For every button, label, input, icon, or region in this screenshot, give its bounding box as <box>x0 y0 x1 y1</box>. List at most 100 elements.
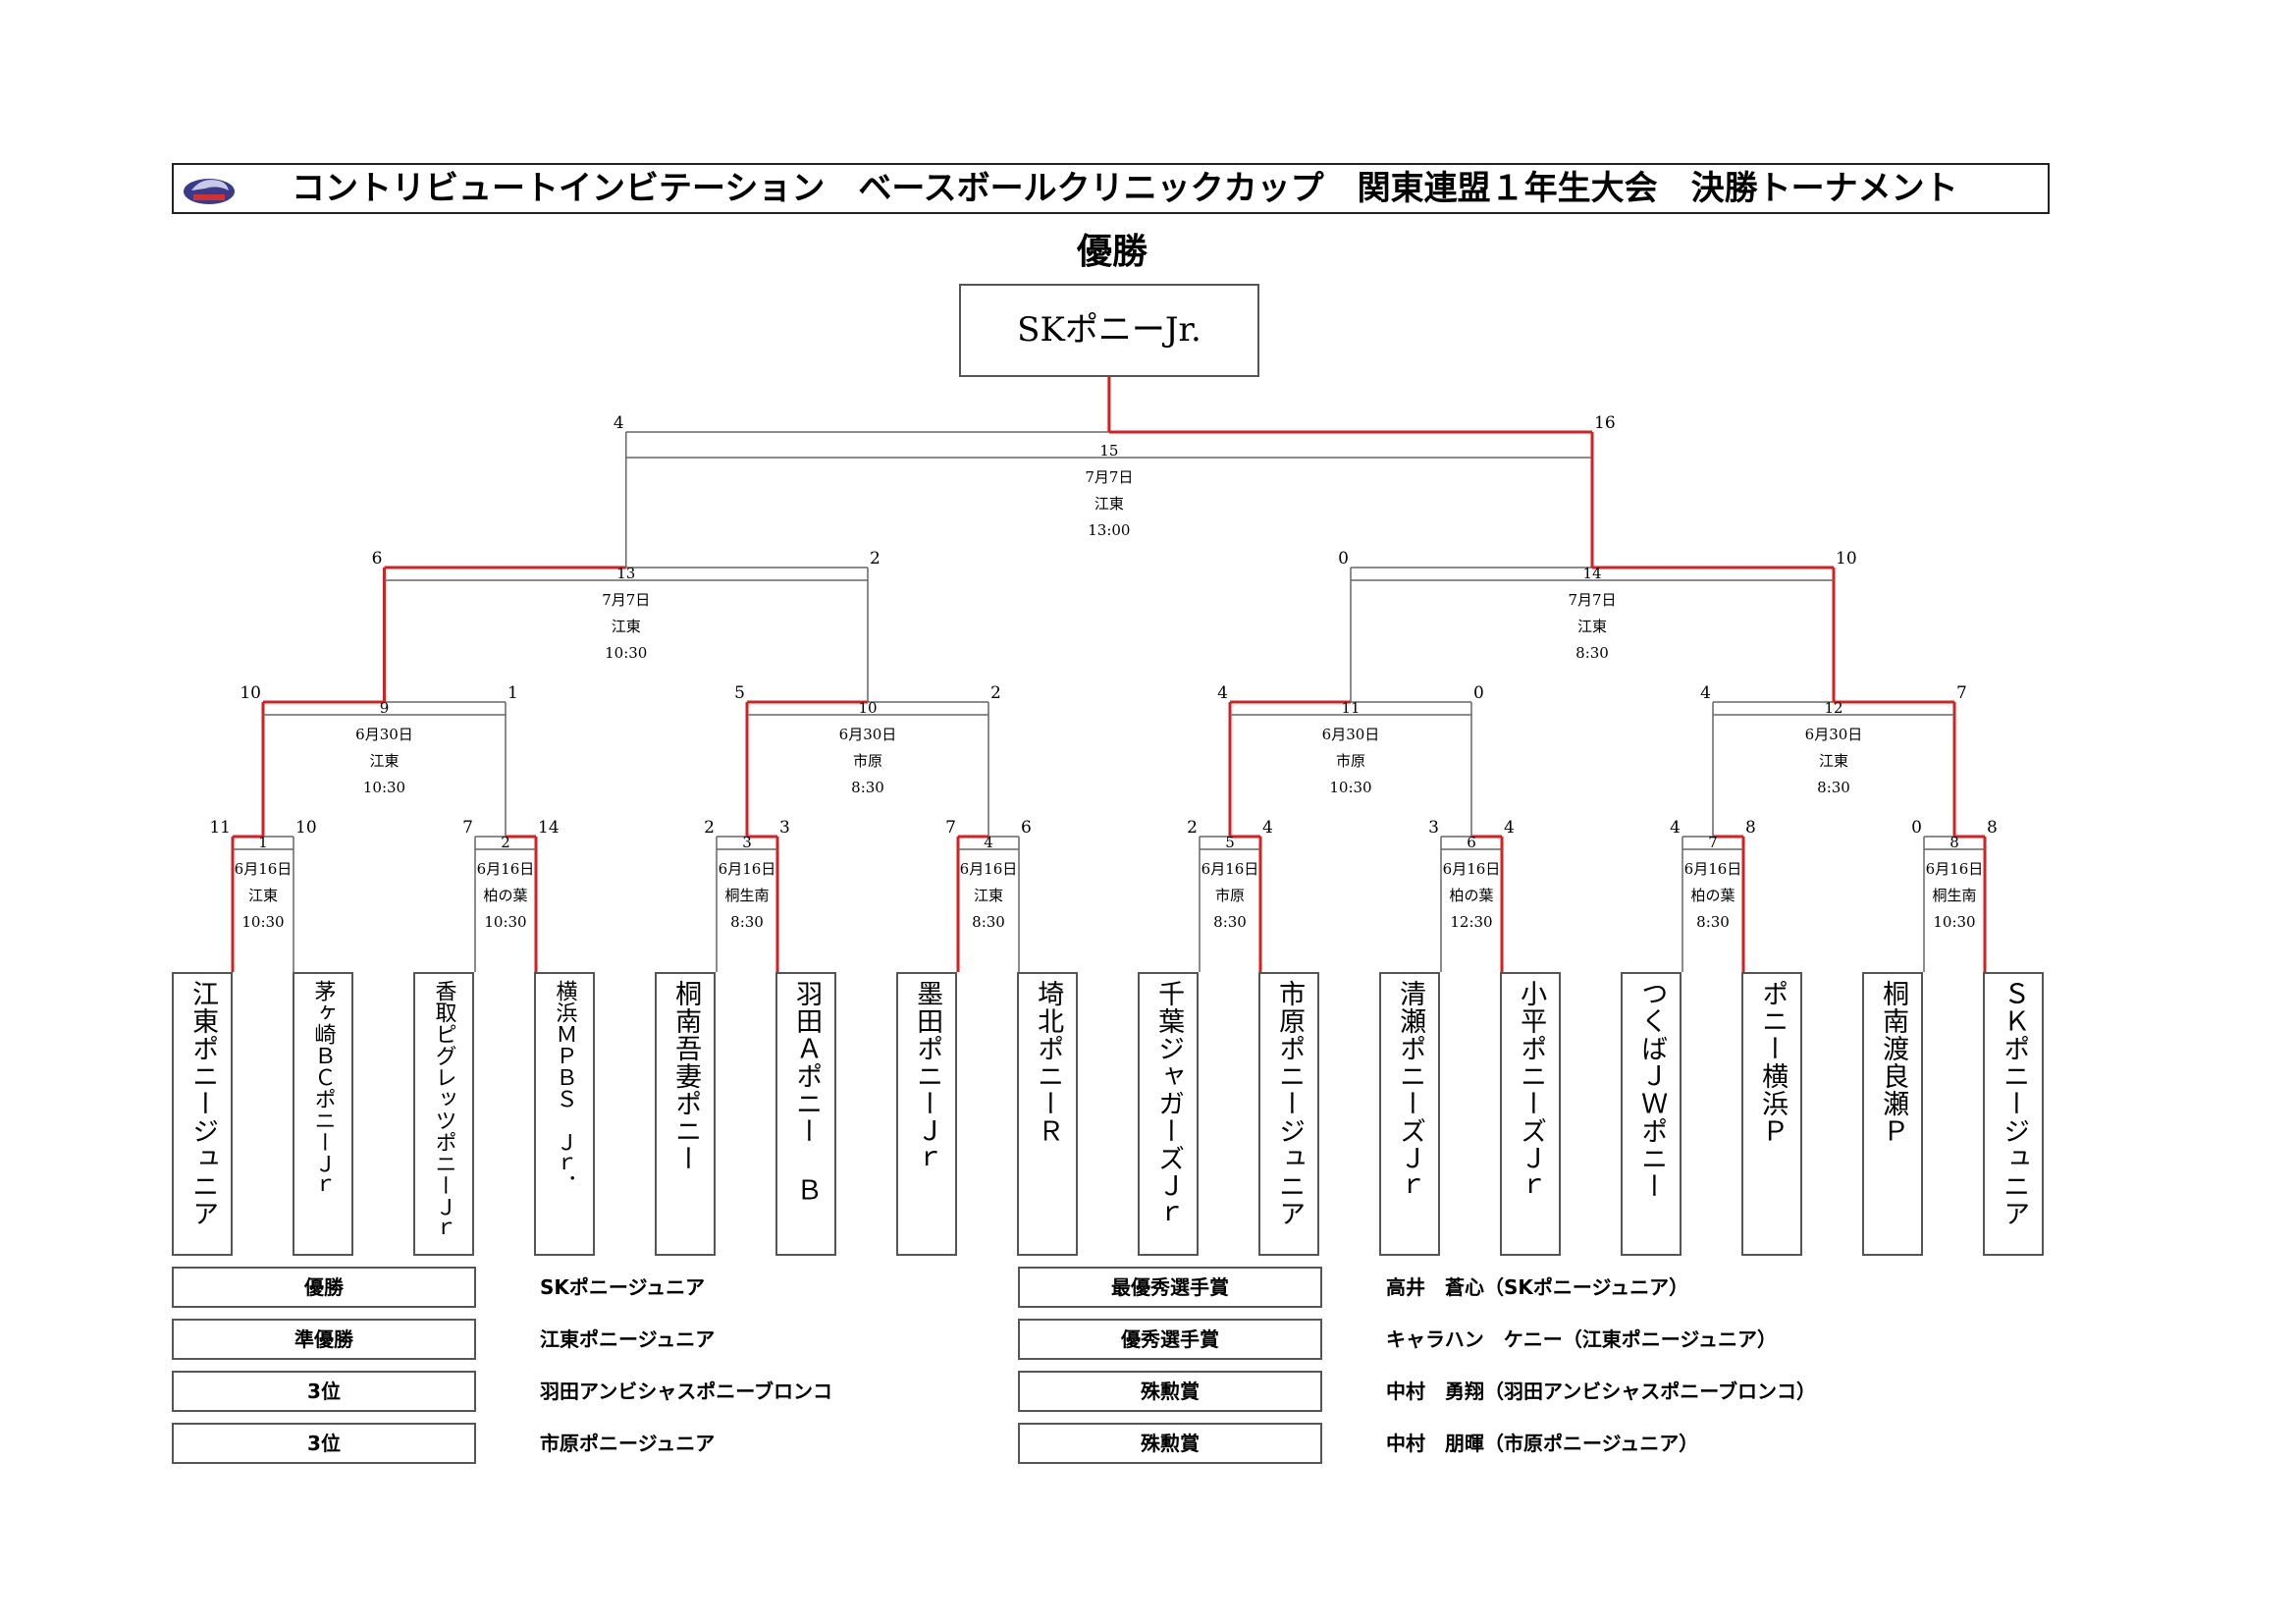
award-value: キャラハン ケニー（江東ポニージュニア） <box>1386 1327 1777 1351</box>
match-venue: 桐生南 <box>1932 887 1976 904</box>
match-venue: 柏の葉 <box>483 887 527 904</box>
match-date: 6月16日 <box>1684 860 1742 878</box>
team-name: 千葉ジャガーズＪｒ <box>1153 980 1185 1227</box>
score-right: 16 <box>1594 413 1616 433</box>
match-venue: 柏の葉 <box>1690 887 1735 904</box>
match-venue: 市原 <box>1336 752 1365 770</box>
award-label: 準優勝 <box>172 1319 476 1360</box>
match-time: 8:30 <box>972 913 1005 931</box>
score-left: 6 <box>372 549 383 568</box>
match-number: 6 <box>1467 834 1476 851</box>
award-value: 高井 蒼心（SKポニージュニア） <box>1386 1275 1689 1299</box>
team-box: 市原ポニージュニア <box>1258 972 1319 1256</box>
page-title: コントリビュートインビテーション ベースボールクリニックカップ 関東連盟１年生大… <box>292 169 1958 208</box>
team-box: 羽田Ａポニー Ｂ <box>775 972 836 1256</box>
league-logo-icon <box>184 179 235 204</box>
champion-box: SKポニーJr. <box>959 284 1259 377</box>
match-venue: 江東 <box>974 887 1003 904</box>
score-left: 2 <box>704 818 715 838</box>
team-name: 茅ヶ崎ＢＣポニーＪｒ <box>310 980 336 1196</box>
match-time: 8:30 <box>1213 913 1247 931</box>
match-time: 10:30 <box>1329 779 1371 796</box>
team-box: ポニー横浜Ｐ <box>1741 972 1802 1256</box>
award-value: 中村 朋暉（市原ポニージュニア） <box>1386 1432 1699 1455</box>
match-number: 8 <box>1949 834 1959 851</box>
match-venue: 江東 <box>1577 618 1607 635</box>
score-right: 2 <box>870 549 881 568</box>
match-venue: 江東 <box>369 752 399 770</box>
award-label: 優勝 <box>172 1267 476 1308</box>
match-number: 12 <box>1824 699 1842 717</box>
match-date: 6月30日 <box>839 726 897 743</box>
award-value: 中村 勇翔（羽田アンビシャスポニーブロンコ） <box>1386 1380 1816 1403</box>
match-number: 9 <box>380 699 390 717</box>
score-right: 7 <box>1956 683 1967 703</box>
score-right: 8 <box>1745 818 1756 838</box>
match-time: 8:30 <box>1575 644 1609 662</box>
score-left: 0 <box>1911 818 1922 838</box>
match-number: 14 <box>1582 565 1601 582</box>
match-number: 13 <box>616 565 635 582</box>
match-date: 6月16日 <box>1926 860 1984 878</box>
score-right: 4 <box>1262 818 1273 838</box>
team-name: 桐南渡良瀬Ｐ <box>1878 980 1909 1145</box>
match-time: 10:30 <box>605 644 647 662</box>
team-box: 桐南吾妻ポニー <box>655 972 716 1256</box>
match-time: 8:30 <box>851 779 884 796</box>
match-venue: 江東 <box>612 618 641 635</box>
title-box: コントリビュートインビテーション ベースボールクリニックカップ 関東連盟１年生大… <box>172 163 2050 214</box>
team-box: 清瀬ポニーズＪｒ <box>1379 972 1440 1256</box>
score-right: 10 <box>1836 549 1857 568</box>
match-date: 6月30日 <box>1322 726 1380 743</box>
match-venue: 桐生南 <box>724 887 769 904</box>
score-right: 8 <box>1987 818 1998 838</box>
match-time: 8:30 <box>1696 913 1730 931</box>
award-value: SKポニージュニア <box>540 1275 706 1299</box>
match-time: 10:30 <box>363 779 405 796</box>
award-label: 殊勲賞 <box>1018 1371 1322 1412</box>
team-box: 江東ポニージュニア <box>172 972 233 1256</box>
match-date: 6月30日 <box>355 726 413 743</box>
team-name: 小平ポニーズＪｒ <box>1516 980 1547 1200</box>
score-left: 11 <box>209 818 231 838</box>
match-number: 3 <box>742 834 752 851</box>
award-label: 殊勲賞 <box>1018 1423 1322 1464</box>
team-box: 香取ピグレッツポニーＪｒ <box>413 972 474 1256</box>
award-label: 3位 <box>172 1423 476 1464</box>
match-time: 8:30 <box>1817 779 1850 796</box>
score-left: 10 <box>240 683 261 703</box>
match-number: 2 <box>501 834 510 851</box>
score-left: 4 <box>1700 683 1711 703</box>
match-venue: 江東 <box>1095 495 1124 513</box>
team-name: 桐南吾妻ポニー <box>670 980 702 1172</box>
team-name: 埼北ポニーＲ <box>1033 980 1064 1145</box>
match-date: 7月7日 <box>602 591 650 609</box>
match-date: 6月16日 <box>719 860 776 878</box>
award-label: 最優秀選手賞 <box>1018 1267 1322 1308</box>
match-time: 10:30 <box>241 913 284 931</box>
award-label: 優秀選手賞 <box>1018 1319 1322 1360</box>
champion-heading: 優勝 <box>1076 232 1148 272</box>
team-name: 羽田Ａポニー Ｂ <box>791 980 823 1204</box>
team-box: 小平ポニーズＪｒ <box>1500 972 1561 1256</box>
score-left: 0 <box>1338 549 1349 568</box>
match-venue: 江東 <box>248 887 278 904</box>
match-number: 15 <box>1099 442 1118 460</box>
team-box: 茅ヶ崎ＢＣポニーＪｒ <box>293 972 353 1256</box>
match-date: 6月16日 <box>960 860 1018 878</box>
match-number: 4 <box>984 834 993 851</box>
score-left: 2 <box>1187 818 1198 838</box>
team-box: つくばＪＷポニー <box>1621 972 1682 1256</box>
score-right: 0 <box>1473 683 1484 703</box>
score-right: 3 <box>779 818 790 838</box>
team-name: 墨田ポニーＪｒ <box>912 980 943 1172</box>
match-date: 6月16日 <box>1201 860 1259 878</box>
score-right: 14 <box>538 818 560 838</box>
team-box: ＳＫポニージュニア <box>1983 972 2044 1256</box>
award-value: 江東ポニージュニア <box>540 1327 716 1351</box>
team-name: 横浜ＭＰＢＳ Ｊｒ． <box>552 980 577 1196</box>
score-left: 4 <box>1670 818 1681 838</box>
score-left: 5 <box>734 683 745 703</box>
match-date: 6月16日 <box>1443 860 1501 878</box>
